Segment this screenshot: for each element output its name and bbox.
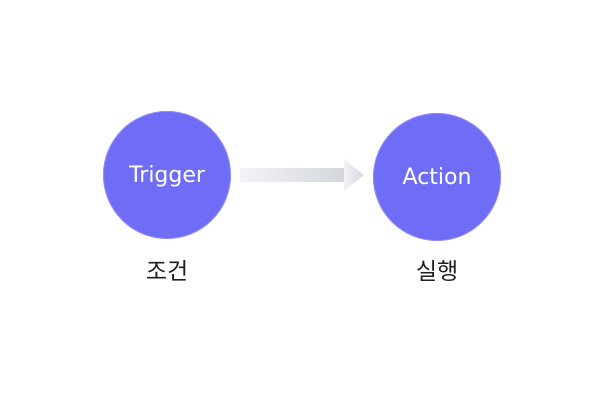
arrow-head bbox=[344, 159, 364, 191]
trigger-label: Trigger bbox=[129, 162, 205, 188]
action-caption: 실행 bbox=[415, 259, 459, 285]
flow-arrow-icon bbox=[240, 159, 364, 191]
arrow-shaft bbox=[240, 168, 344, 182]
action-node: Action bbox=[373, 113, 501, 241]
action-label: Action bbox=[402, 164, 472, 190]
trigger-caption: 조건 bbox=[145, 259, 189, 285]
trigger-node: Trigger bbox=[103, 111, 231, 239]
